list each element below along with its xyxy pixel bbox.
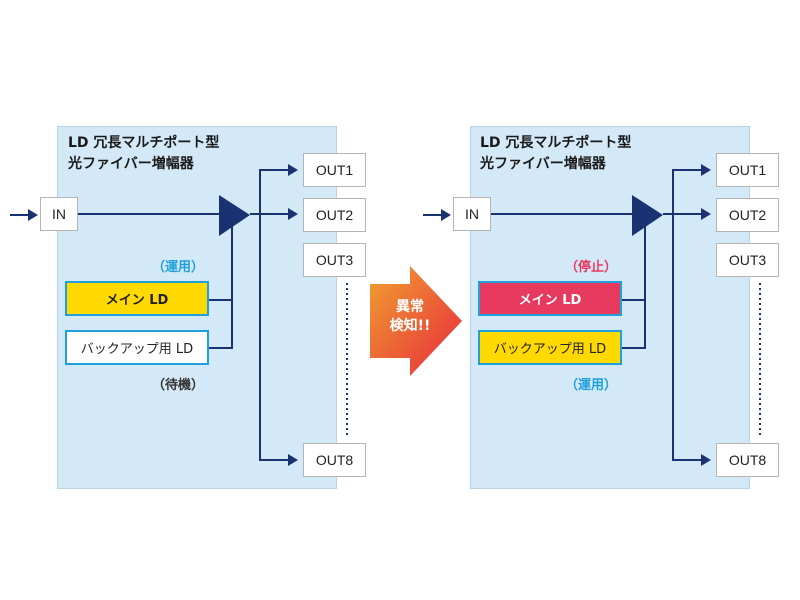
- left-output-port-2: OUT2: [303, 198, 366, 232]
- left-arrow-out2: [288, 208, 298, 220]
- left-arrow-out8: [288, 454, 298, 466]
- right-output-label: OUT1: [728, 162, 767, 178]
- right-input-port: IN: [453, 197, 491, 231]
- anomaly-text-line1: 異常: [396, 299, 424, 315]
- left-arrow-out1: [288, 164, 298, 176]
- left-title-line2: 光ファイバー増幅器: [68, 156, 194, 172]
- left-title-line1: LD 冗長マルチポート型: [68, 135, 220, 151]
- right-input-arrow: [423, 209, 451, 221]
- right-title-line1: LD 冗長マルチポート型: [480, 135, 632, 151]
- right-output-label: OUT8: [728, 452, 767, 468]
- left-title: LD 冗長マルチポート型 光ファイバー増幅器: [68, 133, 219, 175]
- left-main-ld: メイン LD: [65, 281, 209, 316]
- right-backup-ld: バックアップ用 LD: [478, 330, 622, 365]
- right-input-label: IN: [465, 206, 479, 222]
- right-output-label: OUT3: [728, 252, 767, 268]
- anomaly-text: 異常 検知!!: [376, 298, 444, 336]
- right-backup-ld-label: バックアップ用 LD: [493, 342, 607, 357]
- left-backup-ld: バックアップ用 LD: [65, 330, 209, 365]
- left-main-ld-label: メイン LD: [105, 293, 169, 308]
- right-output-port-2: OUT2: [716, 198, 779, 232]
- left-output-port-1: OUT1: [303, 153, 366, 187]
- right-arrow-out1: [701, 164, 711, 176]
- left-input-port: IN: [40, 197, 78, 231]
- left-output-port-3: OUT3: [303, 243, 366, 277]
- right-main-ld-label: メイン LD: [518, 293, 582, 308]
- right-output-port-8: OUT8: [716, 443, 779, 477]
- left-backup-ld-label: バックアップ用 LD: [80, 342, 194, 357]
- arrow-shape-icon: [370, 266, 462, 376]
- right-ld-feed-line: [621, 226, 646, 349]
- right-title-line2: 光ファイバー増幅器: [480, 156, 606, 172]
- anomaly-detected-arrow: 異常 検知!!: [370, 266, 462, 376]
- left-input-arrow: [10, 209, 38, 221]
- left-output-label: OUT3: [315, 252, 354, 268]
- left-output-label: OUT8: [315, 452, 354, 468]
- right-output-port-3: OUT3: [716, 243, 779, 277]
- left-amplifier-triangle-icon: [219, 195, 250, 236]
- right-title: LD 冗長マルチポート型 光ファイバー増幅器: [480, 133, 631, 175]
- right-output-label: OUT2: [728, 207, 767, 223]
- left-backup-ld-status: （待機）: [152, 378, 205, 393]
- left-output-bus: [259, 169, 292, 461]
- right-main-ld-status: （停止）: [565, 260, 618, 275]
- right-output-port-1: OUT1: [716, 153, 779, 187]
- right-main-ld: メイン LD: [478, 281, 622, 316]
- left-input-label: IN: [52, 206, 66, 222]
- left-ld-feed-line: [208, 226, 233, 349]
- right-output-bus: [672, 169, 705, 461]
- left-output-port-8: OUT8: [303, 443, 366, 477]
- right-backup-ld-status: （運用）: [565, 378, 618, 393]
- anomaly-text-line2: 検知!!: [389, 318, 431, 334]
- left-output-label: OUT1: [315, 162, 354, 178]
- right-amplifier-triangle-icon: [632, 195, 663, 236]
- right-arrow-out2: [701, 208, 711, 220]
- right-arrow-out8: [701, 454, 711, 466]
- left-output-label: OUT2: [315, 207, 354, 223]
- left-main-ld-status: （運用）: [152, 260, 205, 275]
